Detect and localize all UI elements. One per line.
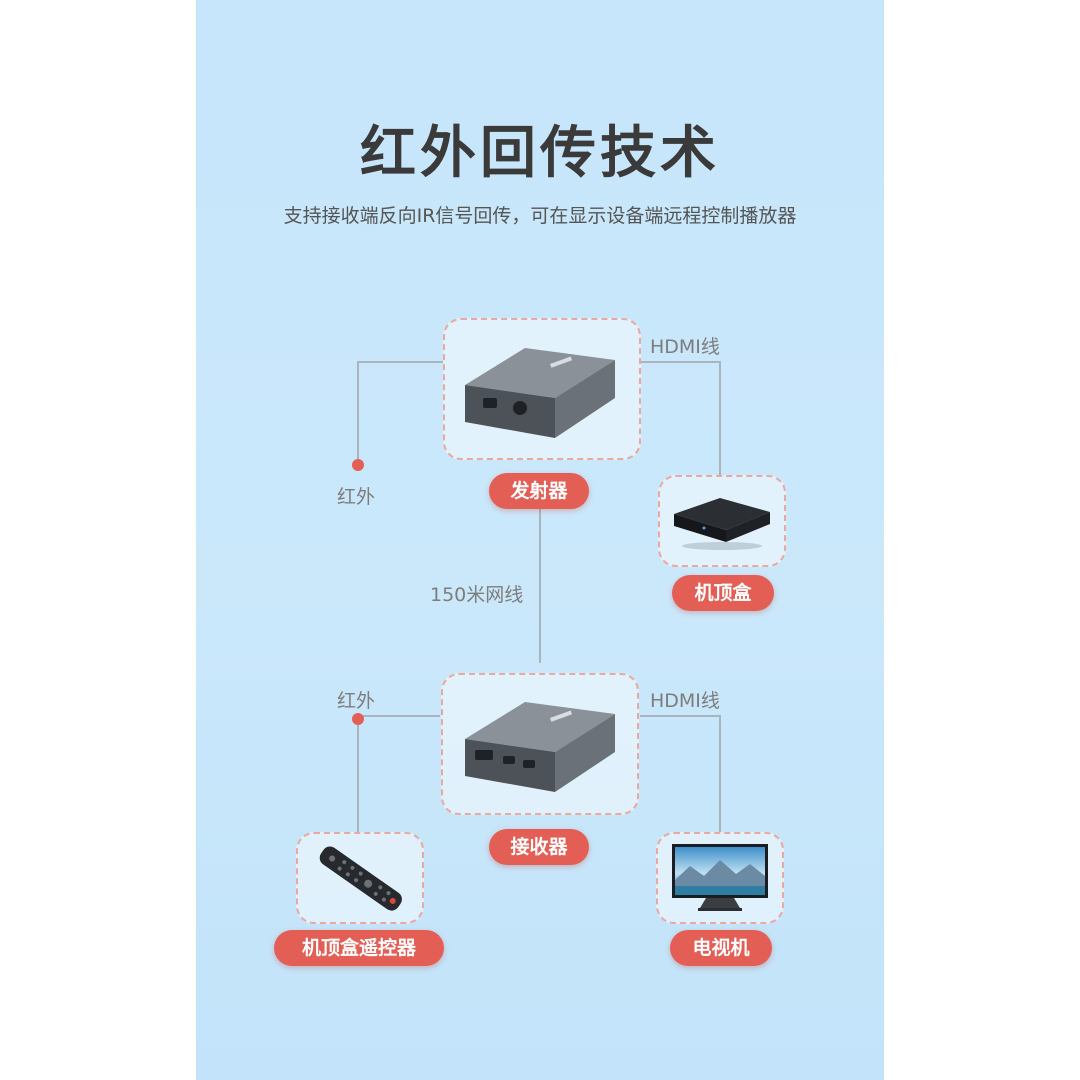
ir-dot-bottom [352, 713, 364, 725]
remote-badge: 机顶盒遥控器 [274, 930, 444, 966]
label-network: 150米网线 [430, 584, 524, 606]
label-ir-top: 红外 [337, 486, 376, 508]
transmitter-badge: 发射器 [489, 473, 589, 509]
ir-line-top [357, 361, 443, 462]
label-hdmi-top: HDMI线 [650, 336, 720, 358]
hdmi-line-bottom [640, 715, 721, 832]
page-title: 红外回传技术 [360, 121, 720, 186]
ir-line-bottom [357, 715, 440, 832]
transmitter-device-icon [465, 348, 615, 438]
receiver-badge: 接收器 [489, 829, 589, 865]
label-ir-bottom: 红外 [337, 690, 376, 712]
tv-badge: 电视机 [670, 930, 772, 966]
hdmi-line-top [640, 361, 721, 475]
page-subtitle: 支持接收端反向IR信号回传，可在显示设备端远程控制播放器 [283, 205, 797, 227]
tv-device-icon [672, 844, 768, 911]
remote-device-icon [319, 846, 402, 911]
receiver-device-icon [465, 702, 615, 792]
ir-dot-top [352, 459, 364, 471]
set-top-box-badge: 机顶盒 [672, 575, 774, 611]
label-hdmi-bottom: HDMI线 [650, 690, 720, 712]
set-top-box-device-icon [674, 498, 770, 550]
